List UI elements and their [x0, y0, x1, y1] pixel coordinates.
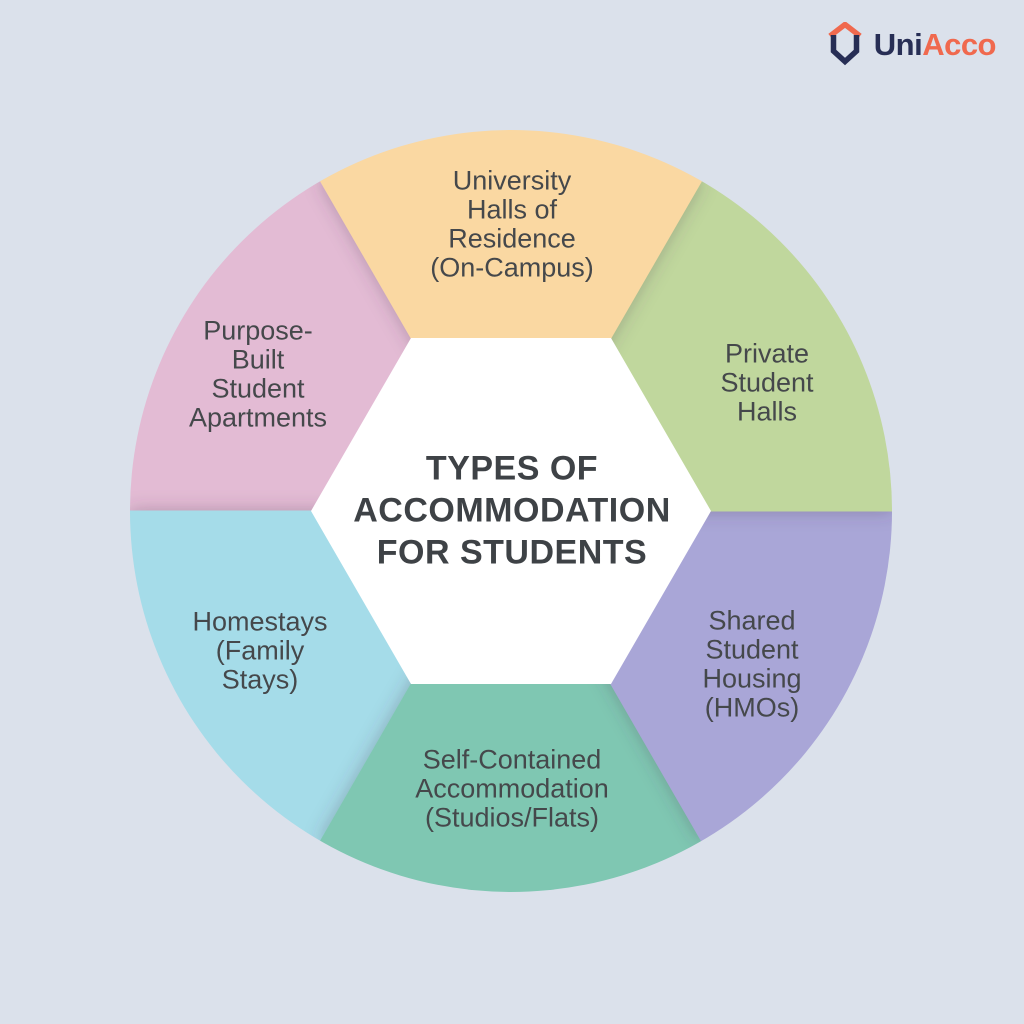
segment-university-halls	[319, 130, 703, 513]
uniacco-logo: UniAcco	[825, 22, 996, 66]
segment-label-purpose-built-apartments: Purpose- Built Student Apartments	[188, 315, 328, 434]
segment-label-homestays: Homestays (Family Stays)	[192, 606, 328, 695]
logo-text-acco: Acco	[922, 26, 996, 62]
center-hexagon	[311, 338, 711, 684]
segment-label-university-halls: University Halls of Residence (On-Campus…	[430, 165, 594, 284]
segment-label-private-student-halls: Private Student Halls	[720, 338, 814, 427]
logo-text-uni: Uni	[873, 26, 923, 62]
segment-label-self-contained-accommodation: Self-Contained Accommodation (Studios/Fl…	[415, 744, 609, 833]
segment-self-contained-accommodation	[319, 509, 703, 892]
segment-label-shared-student-housing: Shared Student Housing (HMOs)	[702, 605, 802, 724]
logo-wordmark: UniAcco	[873, 26, 997, 62]
house-icon	[828, 22, 862, 66]
diagram-title: TYPES OF ACCOMMODATION FOR STUDENTS	[353, 449, 671, 571]
